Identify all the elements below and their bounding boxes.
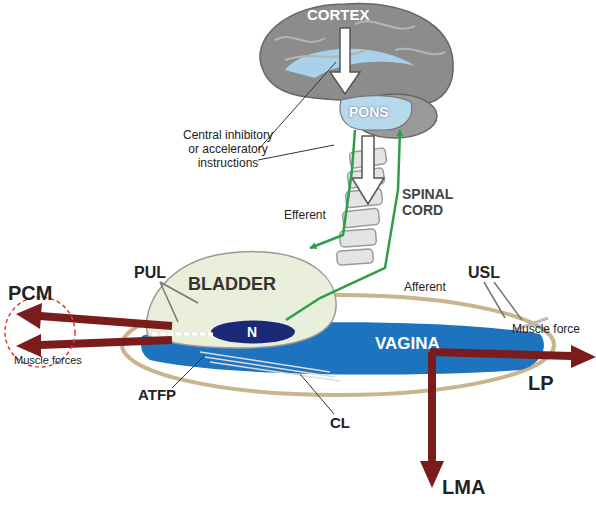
shape-node: PONS xyxy=(335,96,415,130)
cl-leader xyxy=(300,374,334,414)
shape-node: N xyxy=(210,320,296,344)
text-label: ATFP xyxy=(138,386,176,403)
node-label: N xyxy=(247,324,257,340)
text-label: PCM xyxy=(8,282,52,305)
text-label: SPINAL CORD xyxy=(402,186,472,218)
force-arrow-head xyxy=(420,461,444,488)
text-label: Central inhibitory or acceleratory instr… xyxy=(180,128,276,170)
force-arrow-head xyxy=(16,334,41,357)
text-label: Muscle force xyxy=(512,322,580,336)
force-arrow-head xyxy=(16,303,42,329)
nerve-connector xyxy=(310,130,355,248)
usl-line xyxy=(484,282,505,318)
node-label: CORTEX xyxy=(307,6,370,23)
node-label: PONS xyxy=(349,104,389,120)
vertebra xyxy=(337,249,374,265)
node-label: BLADDER xyxy=(188,274,276,295)
text-label: USL xyxy=(468,264,500,282)
white-arrow xyxy=(352,136,384,204)
vertebra xyxy=(345,188,382,208)
text-label: CL xyxy=(330,414,350,431)
edge-label: Afferent xyxy=(404,280,446,294)
shape-node: CORTEX PONS xyxy=(245,0,457,150)
text-label: PUL xyxy=(134,264,166,282)
node-label: VAGINA xyxy=(375,334,440,354)
edge-label: Efferent xyxy=(284,208,326,222)
spine xyxy=(337,148,387,266)
text-label: LMA xyxy=(442,476,485,499)
shape-node: BLADDER N xyxy=(140,248,340,352)
text-label: LP xyxy=(528,372,554,395)
vertebra xyxy=(339,229,376,247)
leader-line xyxy=(258,145,334,160)
vertebra xyxy=(347,168,385,189)
usl-line xyxy=(494,282,522,320)
vertebra xyxy=(349,148,387,169)
force-arrow-head xyxy=(571,345,596,368)
text-label: Muscle forces xyxy=(14,354,82,366)
vertebra xyxy=(342,208,379,228)
